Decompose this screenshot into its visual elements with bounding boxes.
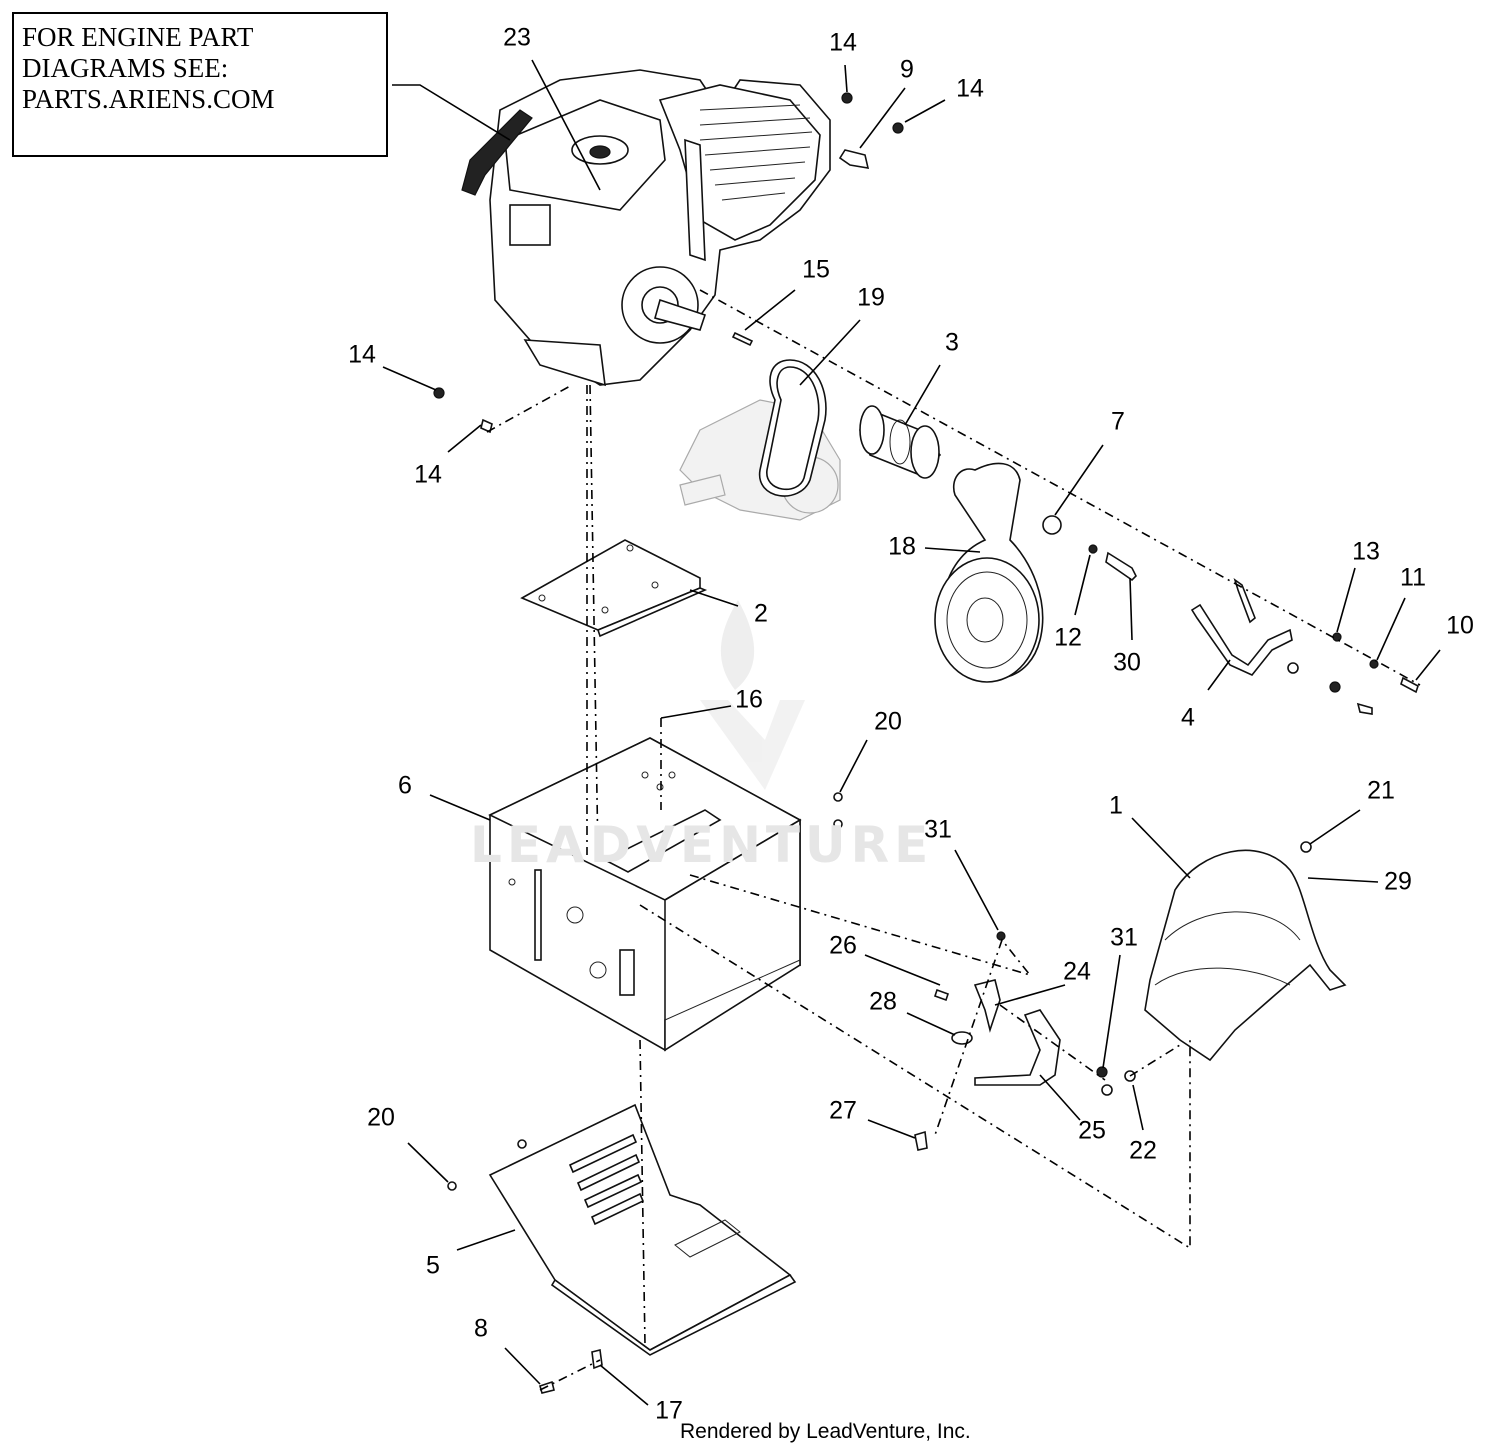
watermark-logo	[700, 600, 805, 790]
callout-17[interactable]: 17	[655, 1396, 683, 1425]
callout-28[interactable]: 28	[869, 987, 897, 1016]
idler-arm-4[interactable]	[1190, 603, 1293, 676]
callout-23[interactable]: 23	[503, 23, 531, 52]
callout-14[interactable]: 14	[956, 74, 984, 103]
callout-7[interactable]: 7	[1111, 407, 1125, 436]
bracket-24[interactable]	[973, 979, 1001, 1033]
callout-24[interactable]: 24	[1063, 957, 1091, 986]
callout-19[interactable]: 19	[857, 283, 885, 312]
callout-18[interactable]: 18	[888, 532, 916, 561]
engine-parts-note: FOR ENGINE PART DIAGRAMS SEE: PARTS.ARIE…	[12, 12, 388, 157]
callout-30[interactable]: 30	[1113, 648, 1141, 677]
callout-3[interactable]: 3	[945, 328, 959, 357]
callout-25[interactable]: 25	[1078, 1116, 1106, 1145]
callout-11[interactable]: 11	[1400, 563, 1426, 592]
callout-20[interactable]: 20	[367, 1103, 395, 1132]
callout-26[interactable]: 26	[829, 931, 857, 960]
callout-16[interactable]: 16	[735, 685, 763, 714]
callout-8[interactable]: 8	[474, 1314, 488, 1343]
nut-11[interactable]	[1369, 659, 1379, 669]
footer-credit: Rendered by LeadVenture, Inc.	[680, 1420, 971, 1443]
callout-1[interactable]: 1	[1109, 791, 1123, 820]
callout-20[interactable]: 20	[874, 707, 902, 736]
watermark-text: LEADVENTURE	[470, 816, 934, 874]
callout-13[interactable]: 13	[1352, 537, 1380, 566]
note-line-1: FOR ENGINE PART	[22, 22, 254, 52]
engine-plate-2[interactable]	[520, 539, 708, 638]
callout-6[interactable]: 6	[398, 771, 412, 800]
muffler-grille	[699, 104, 813, 201]
bracket-9[interactable]	[838, 149, 870, 169]
callout-14[interactable]: 14	[829, 28, 857, 57]
washer-12[interactable]	[1088, 544, 1098, 554]
engine[interactable]	[461, 69, 831, 387]
callout-14[interactable]: 14	[348, 340, 376, 369]
pulley-3[interactable]	[859, 405, 942, 479]
callout-15[interactable]: 15	[802, 255, 830, 284]
callout-5[interactable]: 5	[426, 1251, 440, 1280]
callout-12[interactable]: 12	[1054, 623, 1082, 652]
callout-22[interactable]: 22	[1129, 1136, 1157, 1165]
bolt-10[interactable]	[1400, 676, 1419, 694]
callout-31[interactable]: 31	[924, 815, 952, 844]
callout-27[interactable]: 27	[829, 1096, 857, 1125]
callout-29[interactable]: 29	[1384, 867, 1412, 896]
callout-14[interactable]: 14	[414, 460, 442, 489]
frame-6[interactable]	[488, 737, 802, 1052]
key-15[interactable]	[731, 331, 754, 347]
belt-and-pulley-18[interactable]	[934, 462, 1044, 683]
callout-10[interactable]: 10	[1446, 611, 1474, 640]
note-line-2: DIAGRAMS SEE:	[22, 53, 229, 83]
idler-7[interactable]	[1042, 515, 1062, 535]
note-line-4: PARTS.ARIENS.COM	[22, 84, 275, 114]
callout-21[interactable]: 21	[1367, 776, 1395, 805]
callout-4[interactable]: 4	[1181, 703, 1195, 732]
belt-guard-1[interactable]	[1144, 849, 1347, 1062]
washer-13[interactable]	[1332, 632, 1342, 642]
callout-2[interactable]: 2	[754, 599, 768, 628]
bolt-30[interactable]	[1105, 551, 1137, 582]
callout-31[interactable]: 31	[1110, 923, 1138, 952]
bracket-25[interactable]	[974, 1009, 1061, 1086]
bottom-plate-5[interactable]	[488, 1103, 797, 1356]
callout-9[interactable]: 9	[900, 55, 914, 84]
